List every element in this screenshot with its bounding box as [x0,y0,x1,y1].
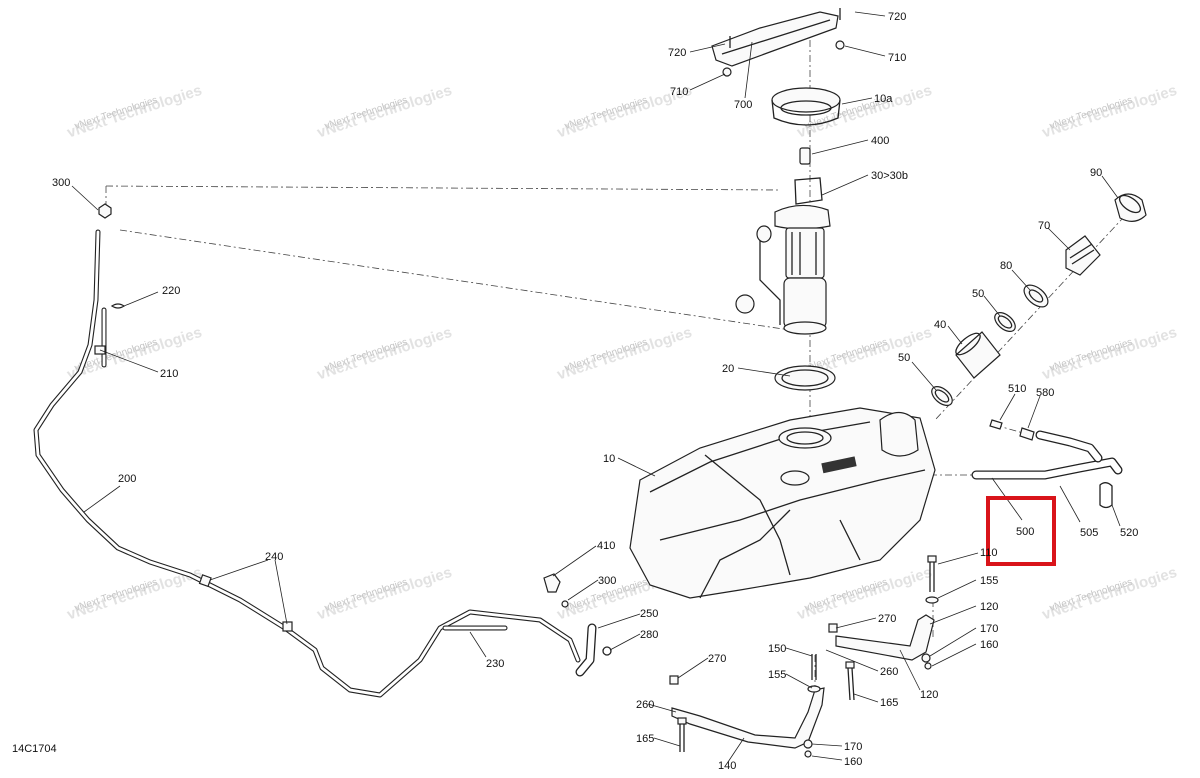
gasket-20 [774,365,836,391]
callout-250[interactable]: 250 [640,608,658,620]
callout-240[interactable]: 240 [265,551,283,563]
callout-580[interactable]: 580 [1036,387,1054,399]
callout-710[interactable]: 710 [888,52,906,64]
callout-300[interactable]: 300 [598,575,616,587]
callout-710[interactable]: 710 [670,86,688,98]
callout-720[interactable]: 720 [668,47,686,59]
lock-ring-10a [771,87,841,126]
callout-10[interactable]: 10 [603,453,615,465]
callout-40[interactable]: 40 [934,319,946,331]
fuel-pump-module [735,177,831,335]
callout-90[interactable]: 90 [1090,167,1102,179]
bracket-700 [711,8,845,77]
callout-160[interactable]: 160 [844,756,862,768]
callout-140[interactable]: 140 [718,760,736,772]
callout-170[interactable]: 170 [980,623,998,635]
callout-210[interactable]: 210 [160,368,178,380]
callout-230[interactable]: 230 [486,658,504,670]
callout-165[interactable]: 165 [636,733,654,745]
highlight-box-500 [986,496,1056,566]
callout-150[interactable]: 150 [768,643,786,655]
vent-hose-200 [33,229,581,698]
callout-220[interactable]: 220 [162,285,180,297]
callout-170[interactable]: 170 [844,741,862,753]
callout-300[interactable]: 300 [52,177,70,189]
callout-120[interactable]: 120 [920,689,938,701]
callout-270[interactable]: 270 [878,613,896,625]
callout-720[interactable]: 720 [888,11,906,23]
hose-250 [575,623,612,677]
callout-400[interactable]: 400 [871,135,889,147]
callout-700[interactable]: 700 [734,99,752,111]
leader-lines [71,11,1121,763]
callout-260[interactable]: 260 [636,699,654,711]
callout-155[interactable]: 155 [768,669,786,681]
callout-50[interactable]: 50 [972,288,984,300]
callout-120[interactable]: 120 [980,601,998,613]
callout-155[interactable]: 155 [980,575,998,587]
callout-labels: 720 720 710 710 700 10a 400 30>30b 300 2… [52,11,1138,772]
callout-500[interactable]: 500 [1016,526,1034,538]
callout-110[interactable]: 110 [980,547,998,559]
callout-510[interactable]: 510 [1008,383,1026,395]
callout-30-30b[interactable]: 30>30b [871,170,908,182]
callout-410[interactable]: 410 [597,540,615,552]
brackets [669,555,939,758]
callout-270[interactable]: 270 [708,653,726,665]
regulator-400 [799,147,811,165]
callout-80[interactable]: 80 [1000,260,1012,272]
callout-200[interactable]: 200 [118,473,136,485]
callout-70[interactable]: 70 [1038,220,1050,232]
diagram-code: 14C1704 [12,743,57,755]
callout-165[interactable]: 165 [880,697,898,709]
fuel-tank-10 [629,407,936,599]
vent-hoses-500-505 [971,419,1123,509]
filler-parts [931,193,1147,406]
callout-260[interactable]: 260 [880,666,898,678]
callout-520[interactable]: 520 [1120,527,1138,539]
callout-280[interactable]: 280 [640,629,658,641]
callout-10a[interactable]: 10a [874,93,893,105]
callout-505[interactable]: 505 [1080,527,1098,539]
callout-20[interactable]: 20 [722,363,734,375]
callout-50[interactable]: 50 [898,352,910,364]
callout-160[interactable]: 160 [980,639,998,651]
